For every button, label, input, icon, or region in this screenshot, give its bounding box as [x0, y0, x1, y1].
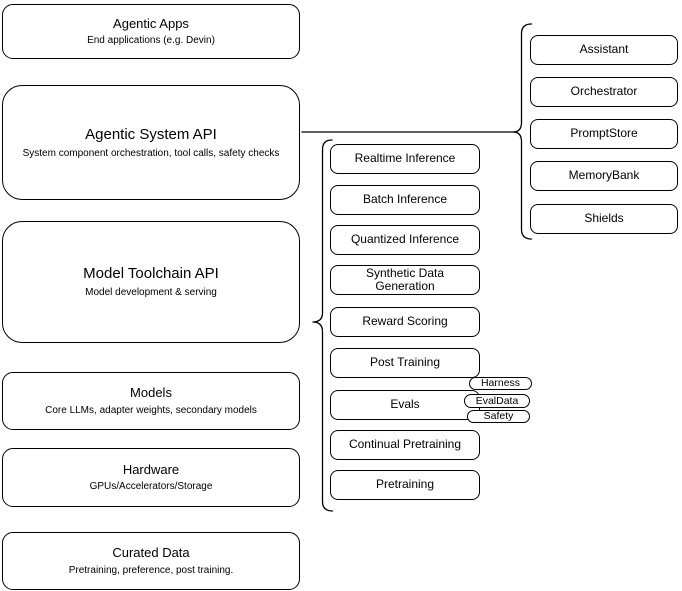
- components-brace: [512, 23, 533, 240]
- layer-title: Agentic Apps: [113, 15, 189, 31]
- layer-title: Model Toolchain API: [83, 265, 219, 282]
- component-box-assistant: Assistant: [530, 35, 678, 65]
- layer-subtitle: Pretraining, preference, post training.: [68, 564, 234, 576]
- toolchain-box-pretraining: Pretraining: [330, 470, 480, 500]
- layer-curated-data: Curated Data Pretraining, preference, po…: [2, 532, 300, 590]
- layer-title: Agentic System API: [85, 125, 217, 143]
- layer-title: Hardware: [122, 461, 180, 477]
- eval-tag-safety: Safety: [467, 410, 530, 423]
- layer-subtitle: System component orchestration, tool cal…: [22, 147, 280, 159]
- toolchain-box-synthetic-data-generation: Synthetic Data Generation: [330, 265, 480, 295]
- toolchain-box-evals: Evals: [330, 390, 480, 420]
- component-box-memorybank: MemoryBank: [530, 161, 678, 191]
- toolchain-box-realtime-inference: Realtime Inference: [330, 144, 480, 174]
- layer-subtitle: Model development & serving: [85, 287, 217, 298]
- toolchain-box-quantized-inference: Quantized Inference: [330, 225, 480, 255]
- layer-agentic-system-api: Agentic System API System component orch…: [2, 85, 300, 200]
- layer-title: Models: [130, 385, 172, 401]
- eval-tag-evaldata: EvalData: [464, 394, 530, 408]
- layer-subtitle: End applications (e.g. Devin): [87, 35, 215, 47]
- toolchain-box-reward-scoring: Reward Scoring: [330, 307, 480, 337]
- toolchain-brace: [312, 139, 334, 512]
- layer-models: Models Core LLMs, adapter weights, secon…: [2, 372, 300, 430]
- eval-tag-harness: Harness: [469, 377, 532, 390]
- component-box-promptstore: PromptStore: [530, 119, 678, 149]
- layer-subtitle: GPUs/Accelerators/Storage: [89, 481, 213, 493]
- layer-agentic-apps: Agentic Apps End applications (e.g. Devi…: [2, 4, 300, 59]
- layer-hardware: Hardware GPUs/Accelerators/Storage: [2, 448, 300, 507]
- layer-model-toolchain-api: Model Toolchain API Model development & …: [2, 221, 300, 343]
- layer-title: Curated Data: [112, 545, 190, 561]
- layer-subtitle: Core LLMs, adapter weights, secondary mo…: [45, 404, 257, 416]
- toolchain-box-batch-inference: Batch Inference: [330, 185, 480, 215]
- toolchain-box-post-training: Post Training: [330, 348, 480, 378]
- component-box-shields: Shields: [530, 204, 678, 234]
- toolchain-box-continual-pretraining: Continual Pretraining: [330, 430, 480, 460]
- component-box-orchestrator: Orchestrator: [530, 77, 678, 107]
